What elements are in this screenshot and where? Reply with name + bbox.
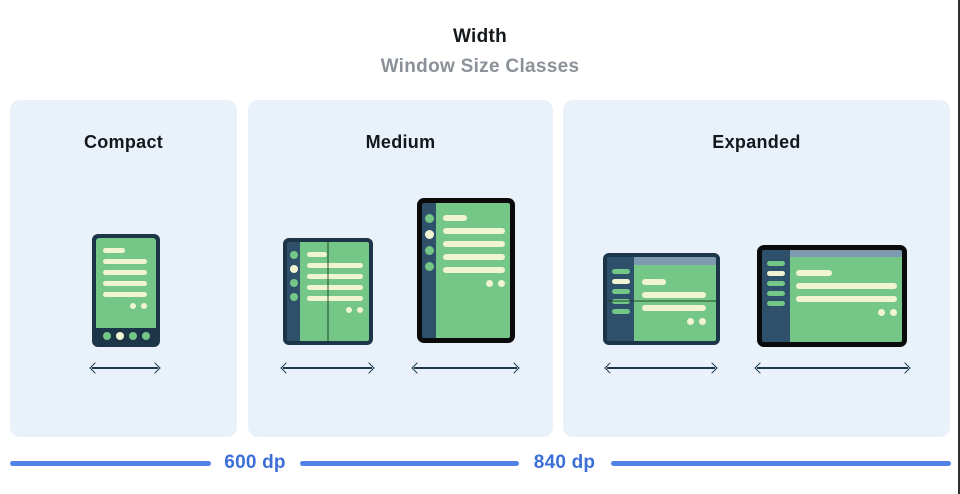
text-line <box>103 248 125 253</box>
scale-line-segment <box>10 461 211 466</box>
foldable-open-mockup <box>283 238 373 345</box>
nav-dot <box>115 331 124 340</box>
side-panel <box>607 257 634 341</box>
rail-dot <box>424 246 434 255</box>
content-pane <box>634 257 716 341</box>
foldable-landscape-mockup <box>603 253 720 345</box>
nav-rail <box>287 242 300 341</box>
side-panel-line <box>767 301 785 306</box>
side-panel <box>762 250 790 342</box>
nav-dot <box>141 331 150 340</box>
side-panel-line <box>611 279 630 284</box>
fold-crease <box>607 300 716 302</box>
arrowhead-left-icon <box>604 361 616 374</box>
screen-right-edge <box>958 0 960 494</box>
large-tablet-landscape-mockup <box>757 245 907 347</box>
text-line <box>103 292 147 297</box>
scale-line-segment <box>611 461 951 466</box>
phone-mockup <box>92 234 160 347</box>
text-line <box>103 270 147 275</box>
text-line <box>103 259 147 264</box>
text-line <box>796 270 832 276</box>
foldable-screen <box>634 265 716 341</box>
text-line <box>796 296 897 302</box>
panel-expanded: Expanded <box>563 100 950 437</box>
text-line <box>443 228 505 234</box>
phone-nav-bar <box>96 328 156 343</box>
phone-screen <box>96 238 156 328</box>
rail-dot <box>289 251 298 259</box>
text-line <box>642 305 706 311</box>
panel-medium: Medium <box>248 100 553 437</box>
text-line <box>796 283 897 289</box>
arrowhead-right-icon <box>508 361 520 374</box>
text-line <box>307 285 363 290</box>
scale-line-segment <box>300 461 519 466</box>
text-line <box>307 296 363 301</box>
side-panel-line <box>767 261 785 266</box>
width-arrow-icon <box>754 361 911 374</box>
arrowhead-left-icon <box>89 361 101 374</box>
width-arrow-icon <box>411 361 520 374</box>
nav-dot <box>128 331 137 340</box>
text-line <box>642 292 706 298</box>
text-line <box>307 263 363 268</box>
foldable-screen <box>300 242 369 341</box>
nav-rail <box>422 203 436 338</box>
panel-compact-title: Compact <box>83 132 164 152</box>
text-line <box>307 252 327 257</box>
side-panel-line <box>767 291 785 296</box>
side-panel-line <box>611 269 630 274</box>
diagram-title: Width <box>452 26 508 47</box>
rail-dot <box>424 230 434 239</box>
panel-medium-title: Medium <box>365 132 436 152</box>
arrowhead-right-icon <box>149 361 161 374</box>
content-dots <box>103 303 147 309</box>
nav-dot <box>102 331 111 340</box>
rail-dot <box>289 265 298 273</box>
text-line <box>103 281 147 286</box>
rail-dot <box>424 214 434 223</box>
text-line <box>307 274 363 279</box>
breakpoint-840dp-label: 840 dp <box>533 452 596 473</box>
breakpoint-600dp-label: 600 dp <box>224 452 286 473</box>
arrowhead-right-icon <box>899 361 911 374</box>
text-line <box>642 279 666 285</box>
fold-crease <box>327 242 329 341</box>
text-line <box>443 215 467 221</box>
arrowhead-left-icon <box>754 361 766 374</box>
content-dots <box>443 280 505 287</box>
content-dots <box>307 307 363 313</box>
side-panel-line <box>767 281 785 286</box>
width-arrow-icon <box>604 361 718 374</box>
rail-dot <box>289 293 298 301</box>
side-panel-line <box>611 289 630 294</box>
content-dots <box>642 318 706 325</box>
app-top-bar <box>634 257 716 265</box>
diagram-subtitle: Window Size Classes <box>380 56 580 77</box>
width-arrow-icon <box>280 361 375 374</box>
arrowhead-left-icon <box>280 361 292 374</box>
side-panel-line <box>611 299 630 304</box>
panel-compact: Compact <box>10 100 237 437</box>
side-panel-line <box>767 271 785 276</box>
panel-expanded-title: Expanded <box>712 132 801 152</box>
text-line <box>443 267 505 273</box>
diagram-header: Width Window Size Classes <box>0 0 960 78</box>
width-arrow-icon <box>89 361 161 374</box>
tablet-portrait-mockup <box>417 198 515 343</box>
arrowhead-left-icon <box>411 361 423 374</box>
tablet-screen <box>790 257 902 342</box>
content-dots <box>796 309 897 316</box>
tablet-screen <box>436 203 510 338</box>
text-line <box>443 241 505 247</box>
rail-dot <box>424 262 434 271</box>
side-panel-line <box>611 309 630 314</box>
rail-dot <box>289 279 298 287</box>
app-top-bar <box>790 250 902 257</box>
text-line <box>443 254 505 260</box>
arrowhead-right-icon <box>363 361 375 374</box>
content-pane <box>790 250 902 342</box>
arrowhead-right-icon <box>706 361 718 374</box>
